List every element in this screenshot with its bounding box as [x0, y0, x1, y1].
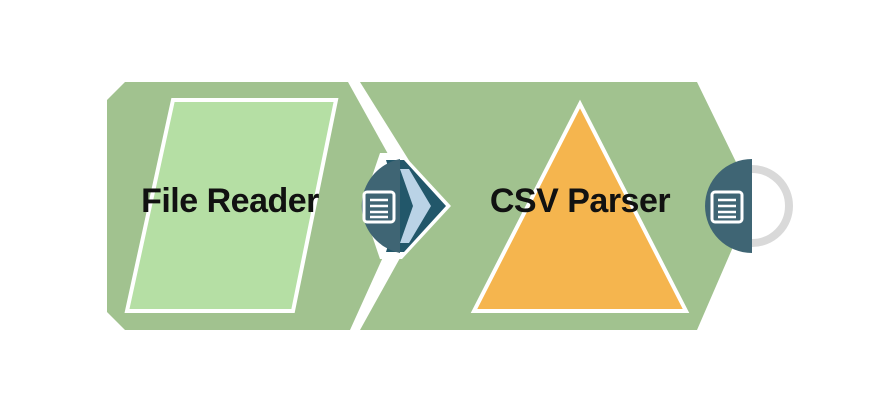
snap-file-reader[interactable]: File Reader [107, 82, 388, 330]
output-port-file-reader[interactable] [361, 159, 400, 253]
output-port-csv-parser[interactable] [705, 159, 793, 253]
snap-label: File Reader [141, 182, 319, 220]
snap-csv-parser[interactable]: CSV Parser [360, 82, 736, 330]
parallelogram-icon [124, 98, 339, 313]
triangle-icon [470, 99, 690, 313]
snap-label: CSV Parser [490, 182, 670, 220]
arrow-fill [400, 169, 431, 243]
document-icon [362, 190, 396, 224]
document-icon [710, 190, 744, 224]
